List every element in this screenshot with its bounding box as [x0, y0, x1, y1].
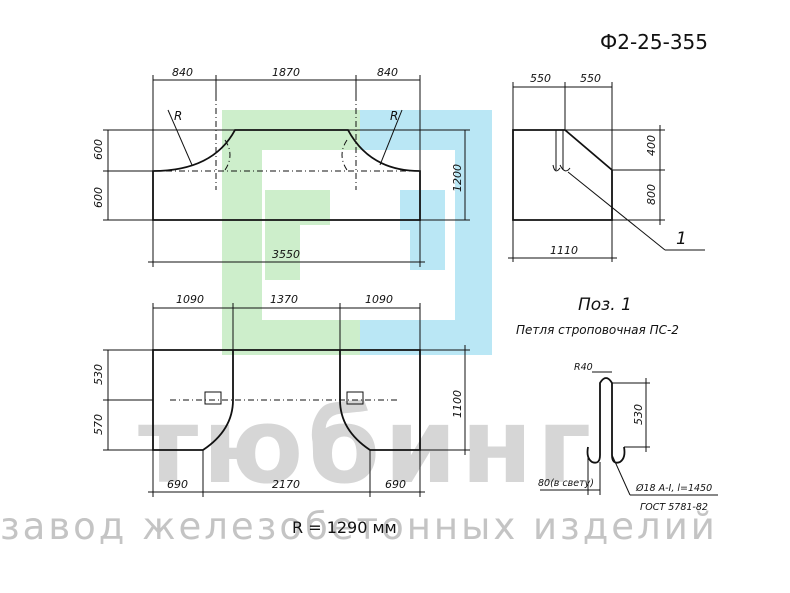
side-dim-top-1: 550	[530, 72, 551, 85]
plan-dim-top-2: 1370	[270, 293, 298, 306]
product-code: Ф2-25-355	[600, 30, 708, 54]
plan-dim-bottom-3: 690	[385, 478, 406, 491]
dim-top-2: 1870	[272, 66, 300, 79]
plan-view: 1090 1370 1090 530 570 1100 690 2170 690	[92, 293, 470, 497]
detail-title: Поз. 1	[578, 295, 632, 315]
front-view: 840 1870 840 R R 600 600 1200 3550	[92, 66, 470, 267]
loop-shape	[599, 377, 613, 455]
plan-dim-left-1: 530	[92, 364, 105, 385]
dim-top-1: 840	[172, 66, 193, 79]
detail-subtitle: Петля строповочная ПС-2	[516, 323, 679, 337]
plan-dim-top-1: 1090	[176, 293, 204, 306]
side-view: 550 550 400 800 1110 1	[508, 72, 705, 262]
radius-note: R = 1290 мм	[292, 518, 397, 537]
dim-left-1: 600	[92, 139, 105, 160]
plan-dim-bottom-2: 2170	[272, 478, 300, 491]
side-dim-top-2: 550	[580, 72, 601, 85]
plan-dim-left-2: 570	[92, 414, 105, 435]
lifting-loop-right	[346, 391, 364, 405]
side-dim-bottom: 1110	[550, 244, 578, 257]
watermark-tagline: завод железобетонных изделий	[0, 505, 718, 548]
logo-green-shape	[222, 110, 360, 355]
logo-blue-shape	[360, 110, 492, 355]
loop-detail: Поз. 1 Петля строповочная ПС-2 R40 530 8…	[516, 295, 718, 513]
plan-dim-right: 1100	[451, 390, 464, 418]
dim-right: 1200	[451, 164, 464, 192]
lifting-loop-left	[204, 391, 222, 405]
plan-dim-top-3: 1090	[365, 293, 393, 306]
logo-green-inner	[265, 190, 330, 280]
dim-bottom: 3550	[272, 248, 300, 261]
front-view-outline	[152, 129, 421, 221]
plan-dim-bottom-1: 690	[167, 478, 188, 491]
side-dim-right-1: 400	[645, 135, 658, 156]
side-dim-right-2: 800	[645, 184, 658, 205]
callout-number: 1	[676, 229, 687, 249]
detail-height: 530	[632, 404, 645, 425]
detail-spec: Ø18 A-I, l=1450	[635, 483, 712, 494]
logo-blue-inner	[400, 190, 445, 270]
detail-standard: ГОСТ 5781-82	[640, 502, 708, 513]
radius-label-right: R	[390, 109, 398, 123]
detail-radius: R40	[574, 362, 593, 373]
detail-gap: 80(в свету)	[538, 478, 594, 489]
dim-top-3: 840	[377, 66, 398, 79]
dim-left-2: 600	[92, 187, 105, 208]
radius-label-left: R	[174, 109, 182, 123]
